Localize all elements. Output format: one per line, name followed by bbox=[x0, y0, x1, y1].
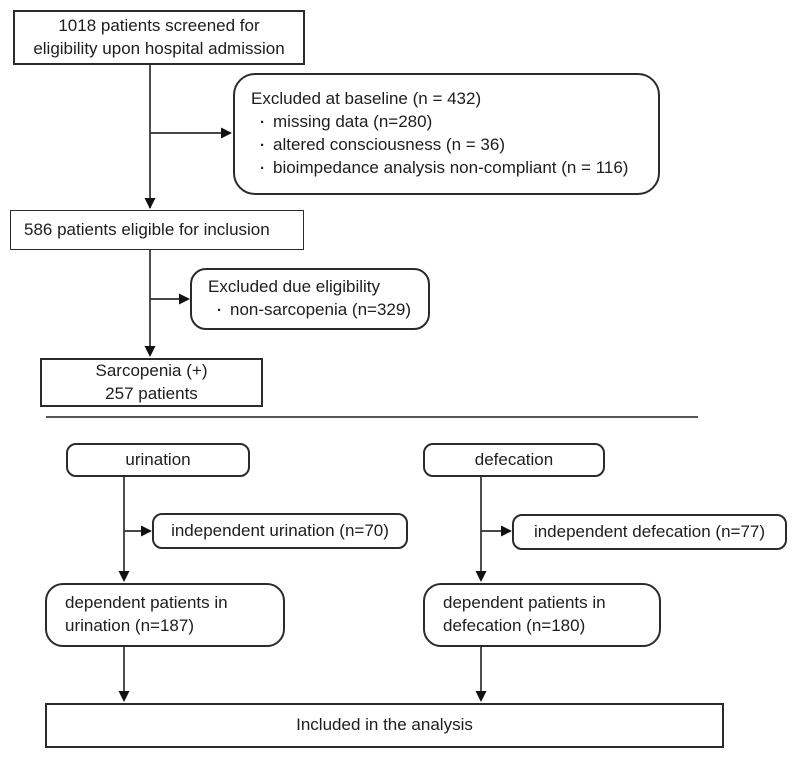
box-included: Included in the analysis bbox=[45, 703, 724, 748]
excluded-baseline-item: · missing data (n=280) bbox=[260, 111, 644, 134]
screened-line1: 1018 patients screened for bbox=[58, 15, 260, 35]
box-dependent-urination: dependent patients in urination (n=187) bbox=[45, 583, 285, 647]
dependent-urination-line2: urination (n=187) bbox=[65, 616, 195, 635]
bullet-icon: · bbox=[260, 159, 265, 177]
arrow-to-independent-defecation bbox=[481, 525, 512, 537]
excluded-baseline-item: · altered consciousness (n = 36) bbox=[260, 134, 644, 157]
arrow-screened-to-eligible bbox=[144, 65, 156, 209]
box-screened: 1018 patients screened for eligibility u… bbox=[13, 10, 305, 65]
excluded-eligibility-item-text: non-sarcopenia (n=329) bbox=[230, 300, 411, 319]
box-independent-urination: independent urination (n=70) bbox=[152, 513, 408, 549]
dependent-defecation-line2: defecation (n=180) bbox=[443, 616, 586, 635]
arrow-urination-to-dependent bbox=[118, 477, 130, 582]
independent-defecation-label: independent defecation (n=77) bbox=[533, 521, 766, 541]
defecation-header-label: defecation bbox=[474, 449, 554, 469]
included-label: Included in the analysis bbox=[296, 715, 473, 735]
arrow-defecation-to-dependent bbox=[475, 477, 487, 582]
eligible-label: 586 patients eligible for inclusion bbox=[24, 219, 270, 239]
arrow-dependent-urination-to-included bbox=[118, 647, 130, 702]
bullet-icon: · bbox=[260, 114, 265, 132]
box-urination-header: urination bbox=[66, 443, 250, 477]
box-excluded-baseline: Excluded at baseline (n = 432) · missing… bbox=[233, 73, 660, 195]
box-excluded-eligibility: Excluded due eligibility · non-sarcopeni… bbox=[190, 268, 430, 330]
arrow-eligible-to-sarcopenia bbox=[144, 250, 156, 357]
dependent-urination-line1: dependent patients in bbox=[65, 593, 228, 613]
excluded-baseline-item-text: missing data (n=280) bbox=[273, 112, 433, 132]
box-sarcopenia: Sarcopenia (+) 257 patients bbox=[40, 358, 263, 407]
box-dependent-defecation: dependent patients in defecation (n=180) bbox=[423, 583, 661, 647]
dependent-defecation-line1: dependent patients in bbox=[443, 593, 606, 613]
sarcopenia-line2: 257 patients bbox=[105, 383, 198, 403]
box-independent-defecation: independent defecation (n=77) bbox=[512, 514, 787, 550]
box-eligible: 586 patients eligible for inclusion bbox=[10, 210, 304, 250]
excluded-eligibility-title: Excluded due eligibility bbox=[208, 277, 380, 297]
arrow-to-excluded-eligibility bbox=[150, 293, 190, 305]
box-defecation-header: defecation bbox=[423, 443, 605, 477]
excluded-baseline-title: Excluded at baseline (n = 432) bbox=[251, 89, 482, 109]
bullet-icon: · bbox=[217, 302, 222, 319]
excluded-baseline-item-text: altered consciousness (n = 36) bbox=[273, 135, 505, 154]
urination-header-label: urination bbox=[125, 449, 191, 469]
excluded-eligibility-item: · non-sarcopenia (n=329) bbox=[217, 299, 428, 322]
excluded-baseline-item: · bioimpedance analysis non-compliant (n… bbox=[260, 157, 644, 180]
arrow-to-independent-urination bbox=[124, 525, 152, 537]
bullet-icon: · bbox=[260, 137, 265, 154]
screened-line2: eligibility upon hospital admission bbox=[33, 38, 285, 58]
sarcopenia-line1: Sarcopenia (+) bbox=[95, 360, 208, 380]
excluded-baseline-item-text: bioimpedance analysis non-compliant (n =… bbox=[273, 157, 629, 177]
arrow-dependent-defecation-to-included bbox=[475, 647, 487, 702]
arrow-to-excluded-baseline bbox=[150, 127, 232, 139]
independent-urination-label: independent urination (n=70) bbox=[171, 520, 389, 540]
